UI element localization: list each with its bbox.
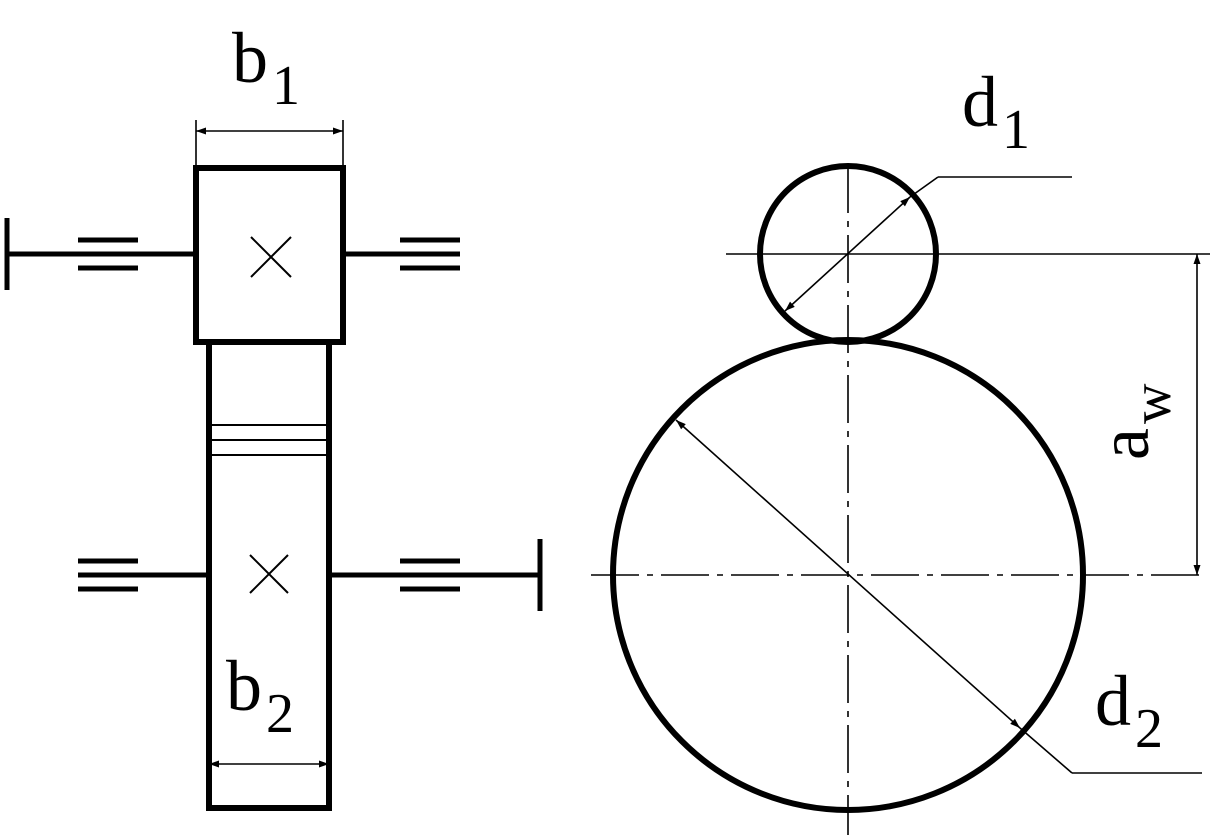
aw-label-main: a bbox=[1084, 428, 1164, 460]
d2-label-sub: 2 bbox=[1135, 698, 1163, 760]
d2-label-main: d bbox=[1095, 661, 1131, 741]
b2-label-sub: 2 bbox=[266, 683, 294, 745]
wheel-center-cross bbox=[249, 554, 289, 594]
wheel-break-lines bbox=[209, 424, 329, 456]
aw-label: aw bbox=[1084, 383, 1183, 460]
d2-dimension bbox=[675, 419, 1202, 774]
d1-label-sub: 1 bbox=[1002, 99, 1030, 161]
b1-label: b1 bbox=[232, 18, 300, 117]
b1-dimension bbox=[195, 120, 344, 168]
b2-label-main: b bbox=[226, 646, 262, 726]
b1-label-sub: 1 bbox=[272, 55, 300, 117]
bearing-symbol-output-right bbox=[400, 558, 460, 592]
front-view: d1 d2 aw bbox=[591, 62, 1210, 835]
d1-label-main: d bbox=[962, 62, 998, 142]
d1-dimension bbox=[784, 176, 1072, 312]
d2-label: d2 bbox=[1095, 661, 1163, 760]
pinion-center-cross bbox=[250, 236, 292, 278]
side-view: b1 b2 bbox=[4, 18, 543, 811]
bearing-symbol-input-left bbox=[78, 237, 138, 271]
wheel-pitch-circle bbox=[610, 337, 1086, 813]
bearing-symbol-input-right bbox=[400, 237, 460, 271]
aw-label-sub: w bbox=[1121, 383, 1183, 424]
b2-label: b2 bbox=[226, 646, 294, 745]
b1-label-main: b bbox=[232, 18, 268, 98]
d1-label: d1 bbox=[962, 62, 1030, 161]
output-shaft bbox=[138, 539, 543, 611]
bearing-symbol-output-left bbox=[78, 558, 138, 592]
